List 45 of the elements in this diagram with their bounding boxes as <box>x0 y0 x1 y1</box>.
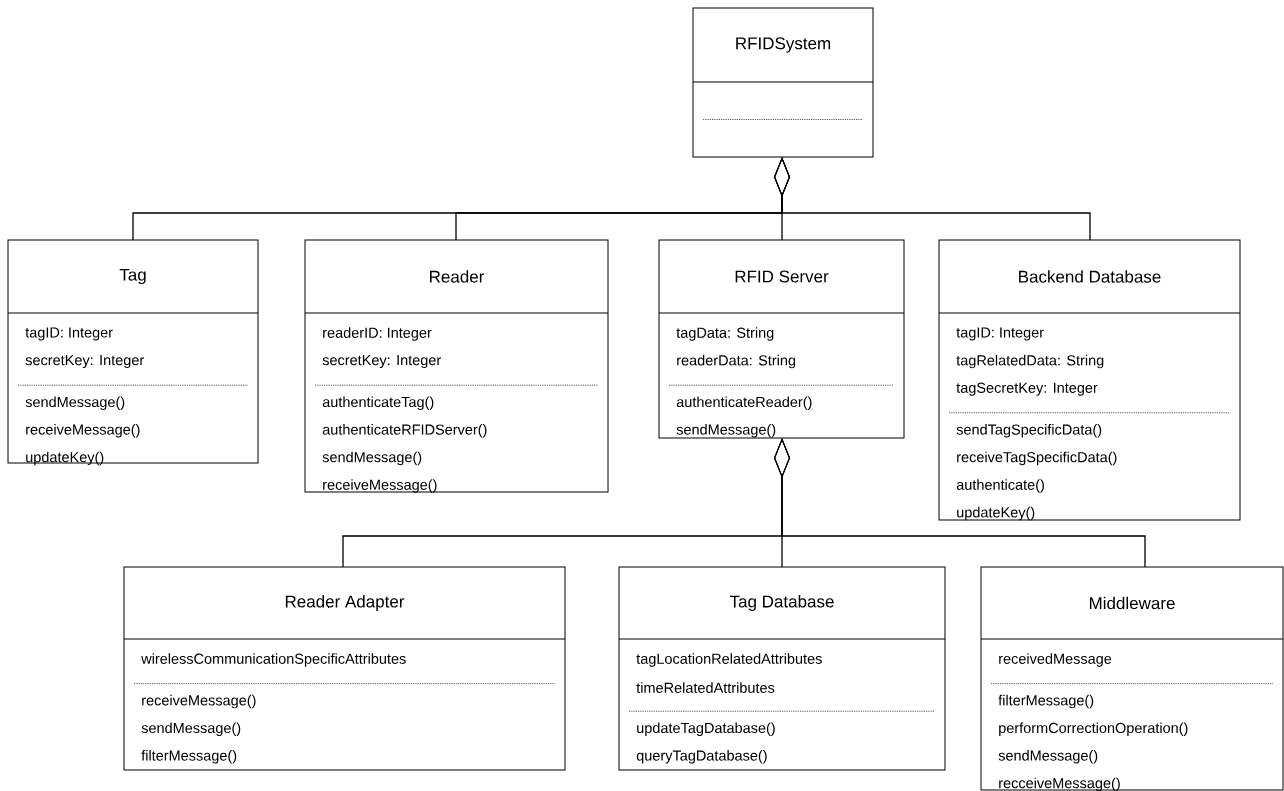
aggregation-line <box>774 157 1091 241</box>
method-text: sendMessage() <box>998 750 1098 764</box>
method-text: updateTagDatabase() <box>637 722 775 736</box>
method-text: receiveMessage() <box>26 424 140 438</box>
method-text: recceiveMessage() <box>999 777 1120 791</box>
method-text: receiveMessage() <box>323 479 437 493</box>
class-name: Reader <box>430 270 485 283</box>
attribute-text: tagID: Integer <box>956 327 1044 341</box>
method-text: sendMessage() <box>25 396 125 410</box>
class-name: Backend Database <box>1019 270 1161 283</box>
class-name: RFID Server <box>735 270 829 283</box>
method-text: queryTagDatabase() <box>636 750 767 764</box>
method-text: filterMessage() <box>998 694 1094 709</box>
method-text: authenticateTag() <box>322 396 434 410</box>
method-text: filterMessage() <box>141 750 237 764</box>
aggregation-line <box>774 438 1146 568</box>
class-name: Tag Database <box>729 595 834 611</box>
method-text: updateKey() <box>957 506 1035 521</box>
method-text: authenticate() <box>956 479 1044 493</box>
attribute-text: timeRelatedAttributes <box>636 682 775 693</box>
class-name: Reader Adapter <box>285 595 405 611</box>
method-text: performCorrectionOperation() <box>999 722 1188 736</box>
attribute-text: tagID: Integer <box>25 327 113 341</box>
method-text: sendMessage() <box>322 451 422 466</box>
method-text: authenticateRFIDServer() <box>322 424 487 438</box>
method-text: authenticateReader() <box>676 396 812 410</box>
method-text: receiveMessage() <box>142 694 256 709</box>
method-text: sendMessage() <box>676 424 776 438</box>
attribute-text: secretKey: Integer <box>25 355 144 369</box>
attribute-text: readerData: String <box>677 354 796 369</box>
class-name: Tag <box>119 268 146 285</box>
attribute-text: tagLocationRelatedAttributes <box>636 653 822 667</box>
class-name: RFIDSystem <box>736 37 831 53</box>
attribute-text: tagSecretKey: Integer <box>956 382 1098 396</box>
attribute-text: tagRelatedData: String <box>956 354 1104 369</box>
attribute-text: receivedMessage <box>999 653 1112 667</box>
method-text: receiveTagSpecificData() <box>957 451 1117 466</box>
method-text: updateKey() <box>26 451 104 466</box>
method-text: sendTagSpecificData() <box>956 424 1102 438</box>
attribute-text: tagData: String <box>676 327 774 341</box>
attribute-text: readerID: Integer <box>323 327 432 341</box>
attribute-text: secretKey: Integer <box>322 355 441 369</box>
class-name: Middleware <box>1089 596 1175 610</box>
method-text: sendMessage() <box>141 722 241 736</box>
attribute-text: wirelessCommunicationSpecificAttributes <box>141 653 406 667</box>
